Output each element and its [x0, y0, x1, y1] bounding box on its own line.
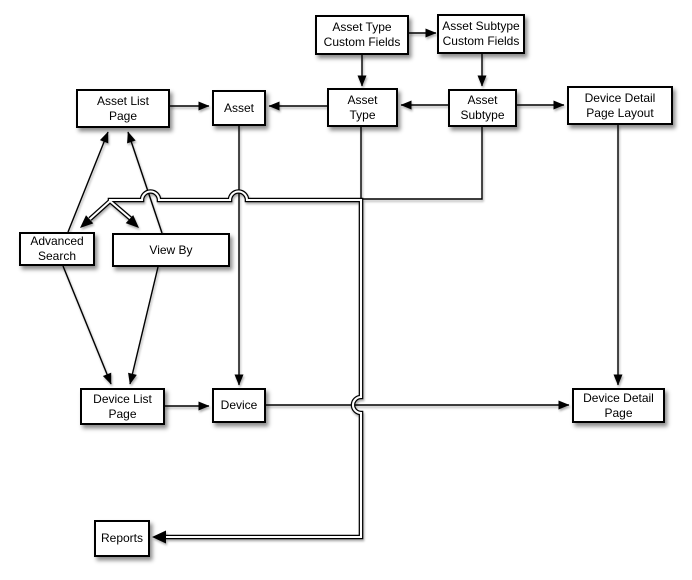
edge-advanced-search-to-asset-list-page: [67, 131, 109, 233]
node-device-detail-page-layout: Device Detail Page Layout: [567, 86, 673, 125]
bundle-arrowhead-view-by: [125, 215, 139, 228]
edge-advanced-search-to-device-list-page: [62, 265, 112, 385]
bundle-arrowhead-reports: [152, 530, 166, 544]
node-reports: Reports: [94, 520, 150, 557]
node-asset-subtype-custom-fields: Asset Subtype Custom Fields: [437, 14, 525, 54]
node-advanced-search: Advanced Search: [19, 232, 95, 266]
node-asset-type: Asset Type: [327, 88, 398, 127]
bundle-arrowhead-advanced-search: [80, 215, 94, 228]
node-device-list-page: Device List Page: [80, 388, 165, 425]
bundle-path-core: [89, 190, 363, 539]
node-asset-type-custom-fields: Asset Type Custom Fields: [315, 15, 409, 55]
node-view-by: View By: [112, 233, 230, 267]
node-asset-list-page: Asset List Page: [76, 89, 170, 128]
node-device: Device: [212, 388, 266, 423]
edge-asset-subtype-to-junction: [362, 127, 483, 200]
node-asset: Asset: [212, 90, 266, 126]
edge-view-by-to-device-list-page: [128, 266, 159, 385]
node-asset-subtype: Asset Subtype: [448, 89, 517, 127]
node-device-detail-page: Device Detail Page: [572, 388, 665, 423]
edge-view-by-to-asset-list-page: [127, 131, 163, 234]
